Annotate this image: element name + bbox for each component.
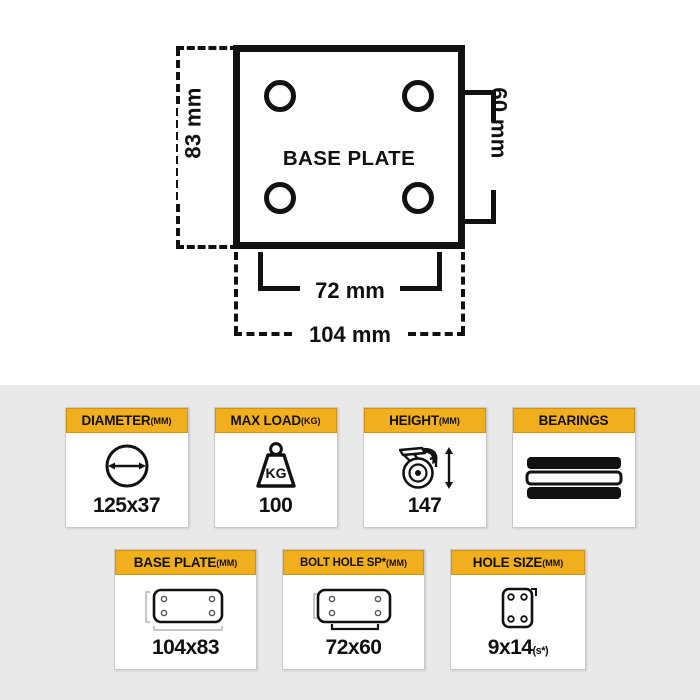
spec-card-bearings[interactable]: BEARINGS	[511, 407, 636, 528]
spec-card-row-top: DIAMETER(MM) 125x37 MAX LOAD(KG)	[0, 385, 700, 528]
circle-diameter-arrow-icon	[100, 440, 154, 492]
spec-card-max-load-unit: (KG)	[300, 415, 321, 426]
weight-kg-icon-text: KG	[265, 465, 286, 481]
spec-card-hole-size-unit: (MM)	[542, 557, 564, 568]
bolt-height-bracket-riser-bottom	[491, 190, 496, 224]
spec-card-max-load-value: 100	[258, 494, 293, 517]
bolt-hole-spacing-icon	[306, 582, 402, 634]
bolt-width-bracket-riser-left	[258, 252, 263, 290]
spec-card-bolt-hole-spacing-body: 72x60	[283, 575, 424, 669]
spec-card-height-unit: (MM)	[438, 415, 460, 426]
spec-card-max-load[interactable]: MAX LOAD(KG) KG 100	[213, 407, 338, 528]
bolt-hole-bottom-right	[402, 182, 434, 214]
label-72-mask	[300, 274, 400, 300]
spec-card-height[interactable]: HEIGHT(MM)	[362, 407, 487, 528]
spec-card-row-bottom: BASE PLATE(MM) 104x83	[0, 528, 700, 670]
spec-card-hole-size-title: HOLE SIZE	[472, 555, 543, 570]
spec-card-bolt-hole-spacing-title: BOLT HOLE SP*	[300, 556, 386, 569]
spec-card-diameter-title: DIAMETER	[81, 413, 151, 428]
bolt-width-bracket-riser-right	[437, 252, 442, 290]
spec-card-bearings-body	[513, 433, 635, 527]
spec-card-diameter-body: 125x37	[66, 433, 188, 527]
spec-card-base-plate-value: 104x83	[151, 636, 220, 659]
spec-card-height-header: HEIGHT(MM)	[363, 408, 486, 433]
spec-card-bolt-hole-spacing-value: 72x60	[325, 636, 382, 659]
dimension-dashed-bottom-line	[176, 245, 238, 249]
spec-card-diameter[interactable]: DIAMETER(MM) 125x37	[64, 407, 189, 528]
spec-cards-panel: DIAMETER(MM) 125x37 MAX LOAD(KG)	[0, 385, 700, 700]
dimension-dashed-outer-right	[461, 252, 465, 334]
dimension-label-bolt-height: 60 mm	[486, 87, 512, 159]
spec-card-hole-size[interactable]: HOLE SIZE(MM) 9x14(s*)	[450, 549, 586, 670]
hole-size-plate-icon	[487, 582, 549, 634]
dimension-dashed-outer-bottom-right	[408, 332, 465, 336]
dimension-dashed-outer-left	[234, 252, 238, 334]
base-plate-outline-icon	[138, 582, 234, 634]
spec-card-diameter-unit: (MM)	[150, 415, 172, 426]
bolt-hole-top-left	[264, 80, 296, 112]
label-104-mask	[292, 320, 408, 346]
bolt-width-bracket-left	[258, 286, 300, 291]
spec-card-bearings-header: BEARINGS	[512, 408, 635, 433]
bolt-height-bracket-bottom	[456, 219, 496, 224]
spec-card-bolt-hole-spacing[interactable]: BOLT HOLE SP*(MM) 72x60	[282, 549, 425, 670]
spec-card-base-plate-body: 104x83	[115, 575, 256, 669]
spec-card-height-title: HEIGHT	[389, 413, 439, 428]
spec-card-height-value: 147	[407, 494, 442, 517]
bolt-hole-bottom-left	[264, 182, 296, 214]
dimension-label-height: 83 mm	[180, 87, 206, 159]
spec-card-bolt-hole-spacing-header: BOLT HOLE SP*(MM)	[283, 550, 424, 575]
spec-card-height-body: 147	[364, 433, 486, 527]
dimension-label-width: 104 mm	[309, 322, 391, 347]
bolt-height-bracket-top	[456, 90, 496, 95]
spec-card-bolt-hole-spacing-unit: (MM)	[386, 557, 407, 568]
spec-card-base-plate-unit: (MM)	[216, 557, 238, 568]
spec-card-hole-size-value-sub: (s*)	[532, 645, 549, 657]
dimension-dashed-top-line	[176, 46, 238, 50]
base-plate-outline: BASE PLATE	[233, 45, 465, 249]
spec-card-hole-size-header: HOLE SIZE(MM)	[451, 550, 585, 575]
spec-card-hole-size-value: 9x14(s*)	[487, 636, 549, 660]
spec-card-hole-size-body: 9x14(s*)	[451, 575, 585, 669]
spec-card-base-plate-title: BASE PLATE	[133, 555, 217, 570]
bolt-width-bracket-right	[400, 286, 442, 291]
spec-card-diameter-header: DIAMETER(MM)	[65, 408, 188, 433]
bolt-height-bracket-riser-top	[491, 90, 496, 122]
swivel-caster-height-icon	[392, 440, 458, 492]
weight-kg-icon: KG	[249, 440, 303, 492]
dimension-label-bolt-width: 72 mm	[315, 278, 385, 303]
spec-card-bearings-title: BEARINGS	[538, 413, 609, 428]
label-83-mask	[178, 108, 200, 200]
bearing-stack-icon	[524, 447, 624, 509]
spec-card-diameter-value: 125x37	[92, 494, 161, 517]
spec-card-max-load-body: KG 100	[215, 433, 337, 527]
spec-card-max-load-header: MAX LOAD(KG)	[214, 408, 337, 433]
spec-card-hole-size-value-main: 9x14	[487, 636, 533, 659]
dimension-dashed-outer-bottom-left	[234, 332, 292, 336]
bolt-hole-top-right	[402, 80, 434, 112]
base-plate-text: BASE PLATE	[282, 147, 416, 170]
spec-card-base-plate[interactable]: BASE PLATE(MM) 104x83	[114, 549, 257, 670]
spec-card-base-plate-header: BASE PLATE(MM)	[115, 550, 256, 575]
base-plate-diagram: BASE PLATE 83 mm 60 mm 72 mm 104 mm	[176, 45, 512, 347]
spec-card-max-load-title: MAX LOAD	[230, 413, 302, 428]
